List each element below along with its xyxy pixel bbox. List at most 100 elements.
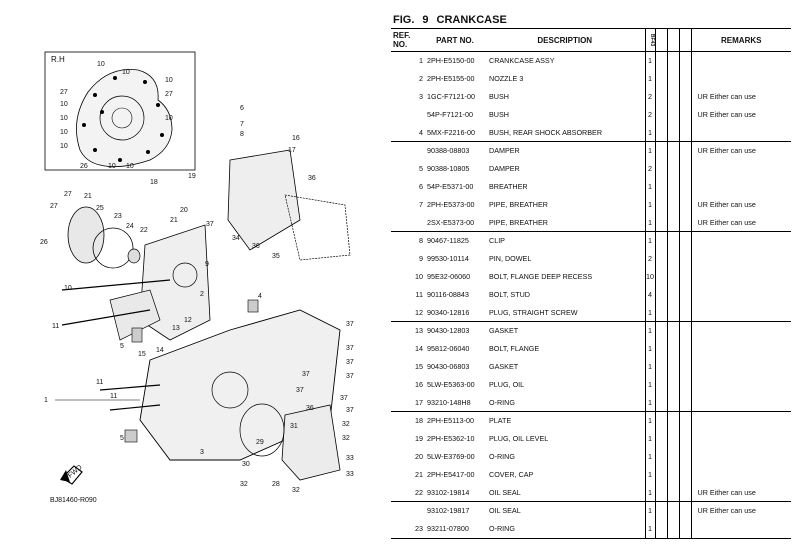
callout-37-d: 37 [346,359,354,366]
crankcase-cover-upper [227,149,301,251]
row-remarks [690,230,791,250]
callout-1: 1 [44,397,48,404]
row-remarks: UR Either can use [690,87,791,106]
row-blank-2 [666,140,679,160]
row-blank-3 [678,393,691,412]
row-blank-2 [666,393,679,412]
inset-cover-ring [99,95,145,141]
gasket-35-part [284,194,351,261]
row-blank-2 [666,87,679,106]
row-blank-1 [654,213,667,232]
row-part-no: 90388-10805 [427,164,470,174]
row-description: GASKET [489,361,519,371]
row-qty: 1 [644,140,655,160]
callout-11-c: 11 [110,393,117,400]
row-blank-3 [678,69,691,88]
row-description: PIPE, BREATHER [489,217,548,227]
row-description: O-RING [489,451,515,461]
row-ref-no: 5 [419,164,423,174]
row-description: DAMPER [485,140,645,160]
row-blank-2 [666,375,679,394]
callout-27-d: 27 [50,203,58,210]
crankcase-main-bore [211,371,249,409]
row-part-no: 93102-19817 [425,500,485,520]
row-blank-2 [666,303,679,322]
callout-10-d: 10 [165,115,173,122]
row-ref-no: 14 [415,344,423,354]
row-blank-3 [678,140,691,160]
row-blank-3 [678,447,691,466]
row-blank-3 [678,375,691,394]
row-blank-1 [654,339,667,358]
row-blank-1 [654,519,667,539]
row-remarks [690,123,791,142]
row-part-no: 5MX-F2216-00 [427,127,475,137]
row-blank-1 [654,230,667,250]
callout-12: 12 [184,317,192,324]
row-ref-no: 6 [419,181,423,191]
row-blank-1 [654,140,667,160]
row-description: NOZZLE 3 [489,74,524,84]
row-qty: 1 [644,375,655,394]
row-blank-2 [666,339,679,358]
callout-5-b: 5 [120,435,124,442]
row-qty: 1 [644,177,655,196]
row-blank-1 [654,375,667,394]
row-part-no: 2PH-E5113-00 [425,410,485,430]
row-remarks [690,303,791,322]
row-blank-1 [654,51,667,70]
callout-32-c: 32 [240,481,248,488]
row-description: O-RING [489,397,515,407]
row-part-no: 5LW-E5363-00 [427,379,475,389]
callout-17: 17 [288,147,296,154]
crankcase-right-bore [172,262,198,288]
row-ref-no: 17 [415,397,423,407]
row-blank-2 [666,500,679,520]
row-blank-1 [654,500,667,520]
row-description: COVER, CAP [489,469,534,479]
row-blank-3 [678,177,691,196]
row-blank-2 [666,213,679,232]
row-ref-no: 8 [391,230,425,250]
row-blank-2 [666,230,679,250]
row-ref-no [391,213,425,231]
callout-9: 9 [205,261,209,268]
row-remarks [690,69,791,88]
parts-table: REF. NO. PART NO. DESCRIPTION BF43 REMAR… [391,28,791,539]
callout-5-a: 5 [120,343,124,350]
row-remarks [690,393,791,412]
callout-6: 6 [240,105,244,112]
row-blank-1 [654,123,667,142]
callout-37-i: 37 [346,407,354,414]
row-blank-3 [678,320,691,340]
inset-frame [44,51,196,171]
row-part-no: 2PH-E5417-00 [427,469,475,479]
row-description: PLATE [485,410,645,430]
row-ref-no: 13 [391,320,425,340]
callout-27-c: 27 [64,191,72,198]
row-remarks [690,465,791,484]
row-remarks [690,320,791,340]
row-blank-1 [654,69,667,88]
row-ref-no: 9 [419,254,423,264]
callout-27-b: 27 [60,89,68,96]
figure-prefix: FIG. [393,14,415,26]
callout-33-a: 33 [346,455,354,462]
row-blank-1 [654,105,667,124]
row-blank-1 [654,483,667,502]
callout-10-i: 10 [108,163,116,170]
row-blank-2 [666,249,679,268]
callout-10-k: 10 [64,285,72,292]
row-blank-2 [666,410,679,430]
cover-cap-part [281,404,341,481]
bush-3-part [124,429,138,443]
row-remarks [690,429,791,448]
row-description: OIL SEAL [489,487,521,497]
row-ref-no: 11 [415,289,423,299]
